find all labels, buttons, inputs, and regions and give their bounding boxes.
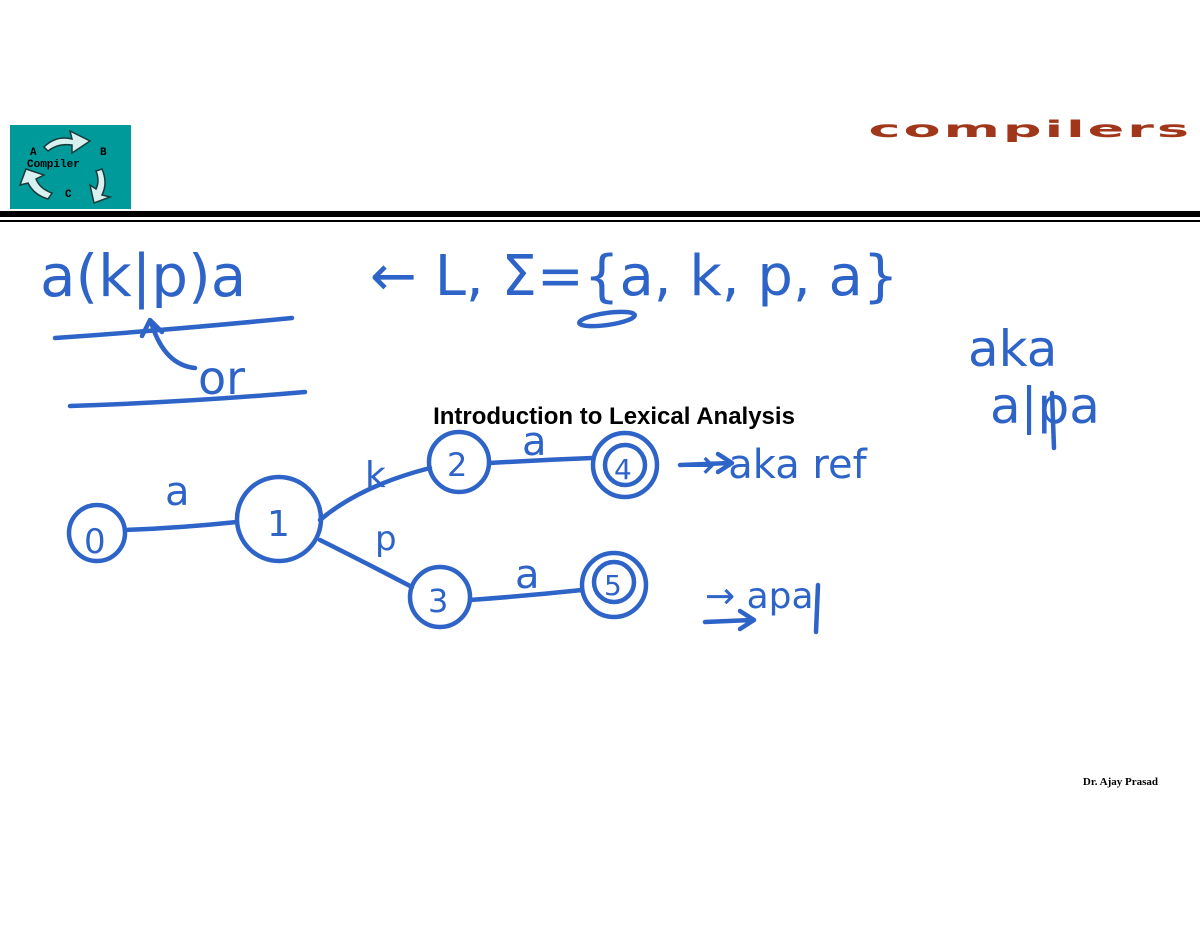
state-0-circle [66, 502, 128, 564]
edge-1-3 [317, 537, 415, 590]
language-def-text: ← L, Σ={a, k, p, a} [370, 244, 899, 309]
edge-0-1 [122, 519, 240, 533]
state-5-circle-outer [579, 550, 649, 620]
apa-arrow [702, 608, 757, 632]
apa-descender [813, 582, 821, 635]
state-1-label: 1 [267, 504, 290, 545]
ref-note-text: → aka ref [682, 442, 868, 488]
logo-label-compiler: Compiler [27, 159, 80, 171]
author-credit: Dr. Ajay Prasad [1082, 776, 1158, 788]
edge-2-4 [487, 455, 595, 466]
brand-title: compilers [868, 115, 1192, 143]
edge-1-3-label: p [375, 519, 397, 559]
apa-bar [1049, 390, 1057, 451]
slide-title: Introduction to Lexical Analysis [433, 403, 795, 430]
logo-label-c: C [65, 189, 72, 201]
edge-1-2 [317, 465, 433, 523]
sigma-mark [577, 309, 637, 329]
state-4-circle-outer [590, 430, 660, 500]
edge-0-1-label: a [165, 469, 190, 515]
logo-label-a: A [30, 147, 37, 159]
edge-3-5-label: a [515, 552, 540, 598]
edge-2-4-label: a [522, 419, 547, 465]
logo-label-b: B [100, 147, 107, 159]
or-text: or [198, 351, 245, 405]
header-rule-thick [0, 211, 1200, 217]
state-3-circle [407, 564, 473, 630]
edge-1-2-label: k [365, 455, 386, 496]
apa-note-text: → apa [705, 576, 814, 617]
state-4-circle-inner [602, 442, 648, 488]
state-3-label: 3 [428, 582, 448, 620]
state-5-circle-inner [591, 559, 637, 605]
or-underline [67, 389, 308, 409]
state-4-label: 4 [614, 453, 632, 486]
edge-3-5 [467, 587, 585, 603]
header-rule-thin [0, 220, 1200, 222]
regex-text: a(k|p)a [40, 242, 246, 310]
state-5-label: 5 [604, 569, 622, 602]
or-arrow [139, 317, 198, 371]
cycle-arrows-icon [18, 129, 113, 205]
aka-text: aka [968, 320, 1057, 378]
state-2-label: 2 [447, 446, 467, 484]
state-0-label: 0 [84, 522, 106, 562]
aka-arrow [677, 451, 735, 475]
apa-text: a|pa [990, 377, 1100, 435]
regex-underline [52, 315, 295, 341]
compiler-logo: A B Compiler C [10, 125, 131, 209]
